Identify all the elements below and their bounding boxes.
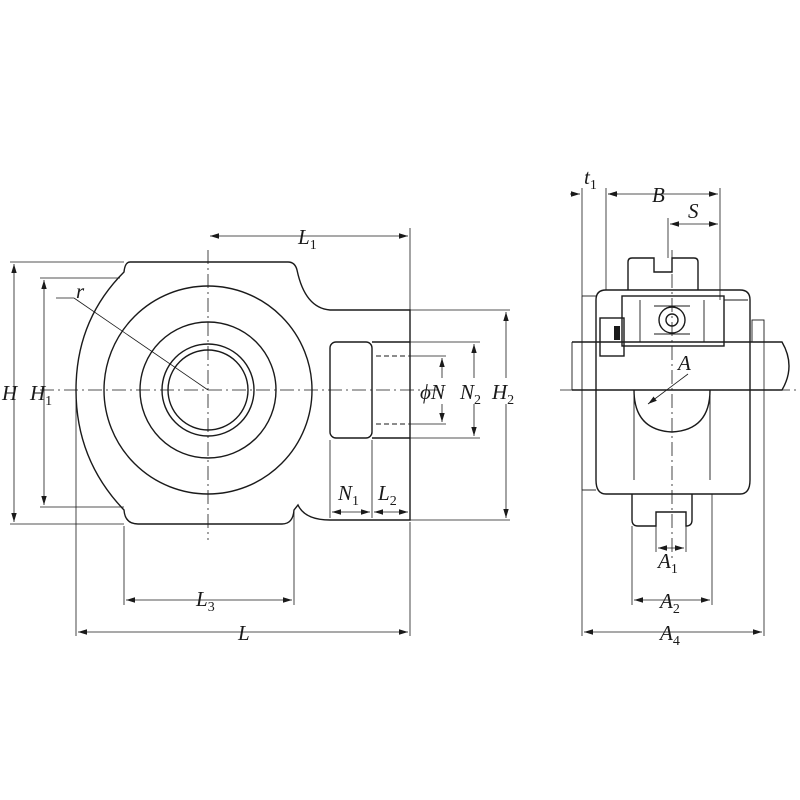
label-H1: H1 xyxy=(29,381,52,409)
side-housing-body xyxy=(595,289,751,495)
label-phiN: ϕN xyxy=(420,380,446,404)
label-A: A xyxy=(676,351,691,375)
collar xyxy=(599,317,625,357)
side-dimensions xyxy=(570,188,765,636)
label-L: L xyxy=(237,621,250,645)
bearing-section xyxy=(621,295,725,347)
label-A2: A2 xyxy=(658,589,680,617)
label-L1: L1 xyxy=(297,225,317,253)
label-H2: H2 xyxy=(491,380,514,408)
front-dimensions xyxy=(10,228,510,636)
dimension-labels: H H1 L1 r ϕN N2 H2 N1 L2 L3 L t1 B S A A… xyxy=(1,165,699,649)
side-top-boss xyxy=(627,257,699,290)
label-A4: A4 xyxy=(658,621,680,649)
label-S: S xyxy=(688,199,699,223)
housing-outline xyxy=(75,261,411,525)
side-bottom-boss xyxy=(631,494,693,527)
label-t1: t1 xyxy=(584,165,597,193)
front-view xyxy=(40,250,445,540)
label-N1: N1 xyxy=(337,481,359,509)
label-A1: A1 xyxy=(656,549,678,577)
label-r: r xyxy=(76,279,85,303)
label-H: H xyxy=(1,381,19,405)
label-B: B xyxy=(652,183,665,207)
label-L2: L2 xyxy=(377,481,397,509)
label-N2: N2 xyxy=(459,380,481,408)
label-L3: L3 xyxy=(195,587,215,615)
